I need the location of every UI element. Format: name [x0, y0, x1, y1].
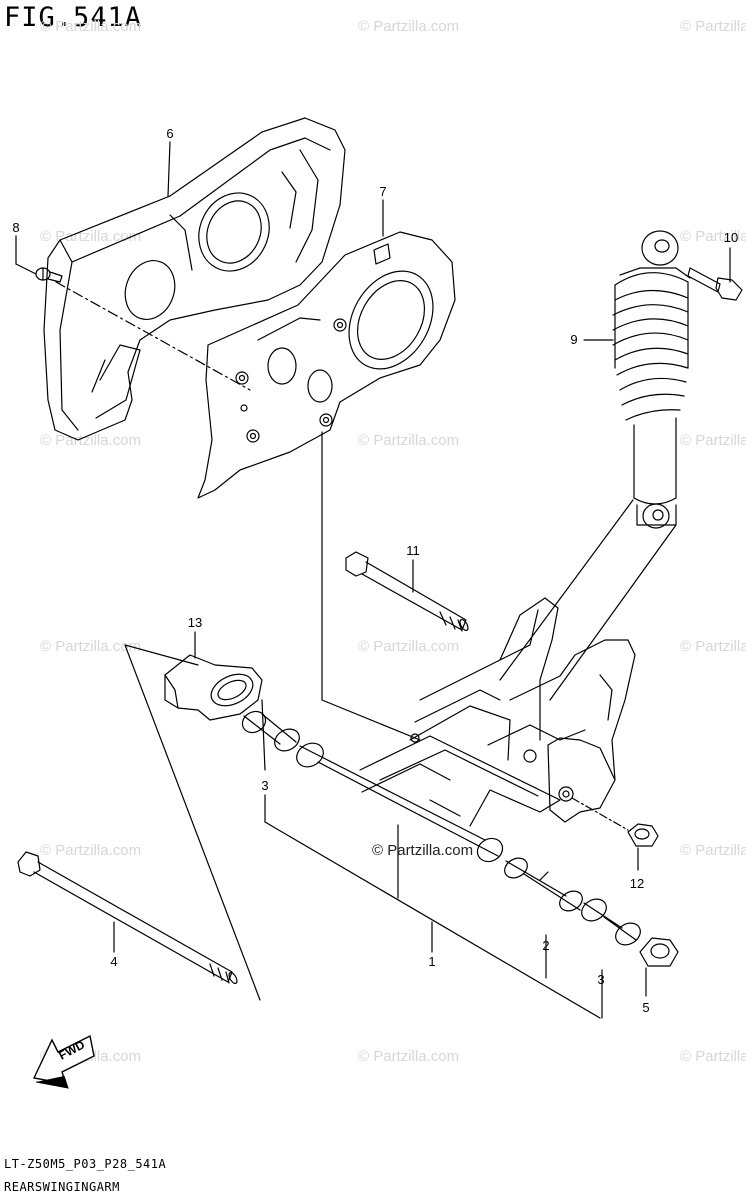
watermark: © Partzilla.com	[40, 432, 142, 449]
callout-4: 4	[110, 954, 118, 969]
watermark: © Partzilla.com	[680, 432, 746, 449]
figure-code: LT-Z50M5_P03_P28_541A	[4, 1157, 167, 1171]
nut-part-5	[639, 937, 679, 967]
watermark: © Partzilla.com	[358, 432, 460, 449]
watermark: © Partzilla.com	[680, 18, 746, 35]
fwd-arrow-icon	[32, 1034, 95, 1089]
watermark: © Partzilla.com	[680, 228, 746, 245]
callout-9: 9	[570, 332, 578, 347]
swing-arm-part-1	[296, 597, 636, 863]
callout-13: 13	[187, 615, 203, 630]
callout-7: 7	[379, 184, 387, 199]
bushing-part-3-right	[581, 898, 641, 946]
callout-3-left: 3	[261, 778, 269, 793]
callout-11: 11	[406, 543, 420, 558]
watermark: © Partzilla.com	[358, 638, 460, 655]
watermark: © Partzilla.com	[40, 18, 142, 35]
callout-6: 6	[166, 126, 174, 141]
bolt-part-8	[35, 267, 63, 283]
callout-10: 10	[723, 230, 739, 245]
callout-8: 8	[12, 220, 20, 235]
watermark: © Partzilla.com	[680, 1048, 746, 1065]
watermark: © Partzilla.com	[40, 638, 142, 655]
shock-absorber-part-9	[612, 230, 691, 529]
callout-12: 12	[629, 876, 645, 891]
figure-title: FIG.541A	[4, 2, 143, 33]
watermark: © Partzilla.com	[358, 1048, 460, 1065]
callout-5: 5	[642, 1000, 650, 1015]
bushing-part-3-left	[241, 710, 300, 752]
watermark: © Partzilla.com	[40, 228, 142, 245]
long-axle-part-4	[17, 851, 238, 985]
center-watermark: © Partzilla.com	[372, 842, 474, 859]
chain-cover-part-6	[43, 117, 346, 441]
callout-1: 1	[428, 954, 436, 969]
watermark: © Partzilla.com	[680, 638, 746, 655]
bolt-part-10	[687, 267, 743, 301]
watermark: © Partzilla.com	[680, 842, 746, 859]
callout-2: 2	[542, 938, 550, 953]
watermark: © Partzilla.com	[40, 842, 142, 859]
watermark: © Partzilla.com	[358, 18, 460, 35]
callout-3-right: 3	[597, 972, 605, 987]
long-bolt-part-11	[345, 551, 469, 632]
spacer-part-13	[164, 654, 263, 721]
collar-part-2	[504, 857, 583, 912]
inner-plate-part-7	[197, 231, 456, 499]
figure-name: REARSWINGINGARM	[4, 1180, 120, 1194]
nut-part-12	[627, 823, 659, 847]
